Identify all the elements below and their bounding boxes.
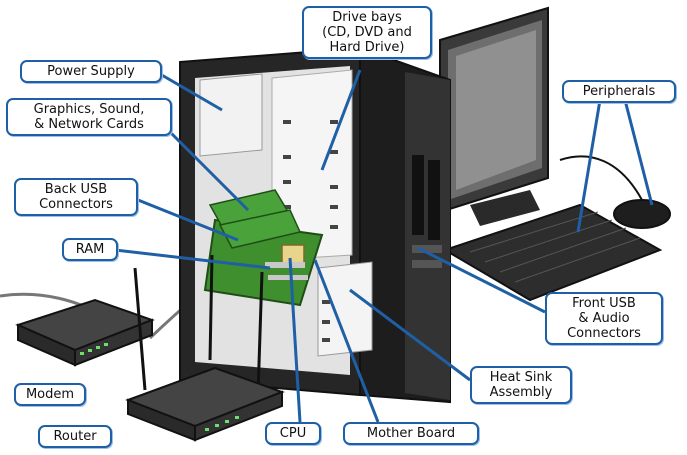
label-power-supply: Power Supply bbox=[20, 60, 162, 83]
modem bbox=[15, 298, 155, 367]
router bbox=[125, 254, 285, 442]
keyboard bbox=[442, 203, 663, 302]
label-cpu: CPU bbox=[265, 422, 321, 445]
label-front-usb-audio-connectors: Front USB & Audio Connectors bbox=[545, 292, 663, 345]
label-graphics-sound-network-cards: Graphics, Sound, & Network Cards bbox=[6, 98, 172, 136]
label-back-usb-connectors: Back USB Connectors bbox=[14, 178, 138, 216]
heat-sink bbox=[317, 261, 373, 357]
monitor bbox=[439, 6, 549, 226]
label-drive-bays: Drive bays (CD, DVD and Hard Drive) bbox=[302, 6, 432, 59]
mouse bbox=[559, 155, 671, 229]
label-ram: RAM bbox=[62, 238, 118, 261]
label-peripherals: Peripherals bbox=[562, 80, 676, 103]
label-mother-board: Mother Board bbox=[343, 422, 479, 445]
label-heat-sink-assembly: Heat Sink Assembly bbox=[470, 366, 572, 404]
label-router: Router bbox=[38, 425, 112, 448]
label-modem: Modem bbox=[14, 383, 86, 406]
callout-lines bbox=[97, 69, 654, 423]
power-supply bbox=[199, 73, 263, 157]
